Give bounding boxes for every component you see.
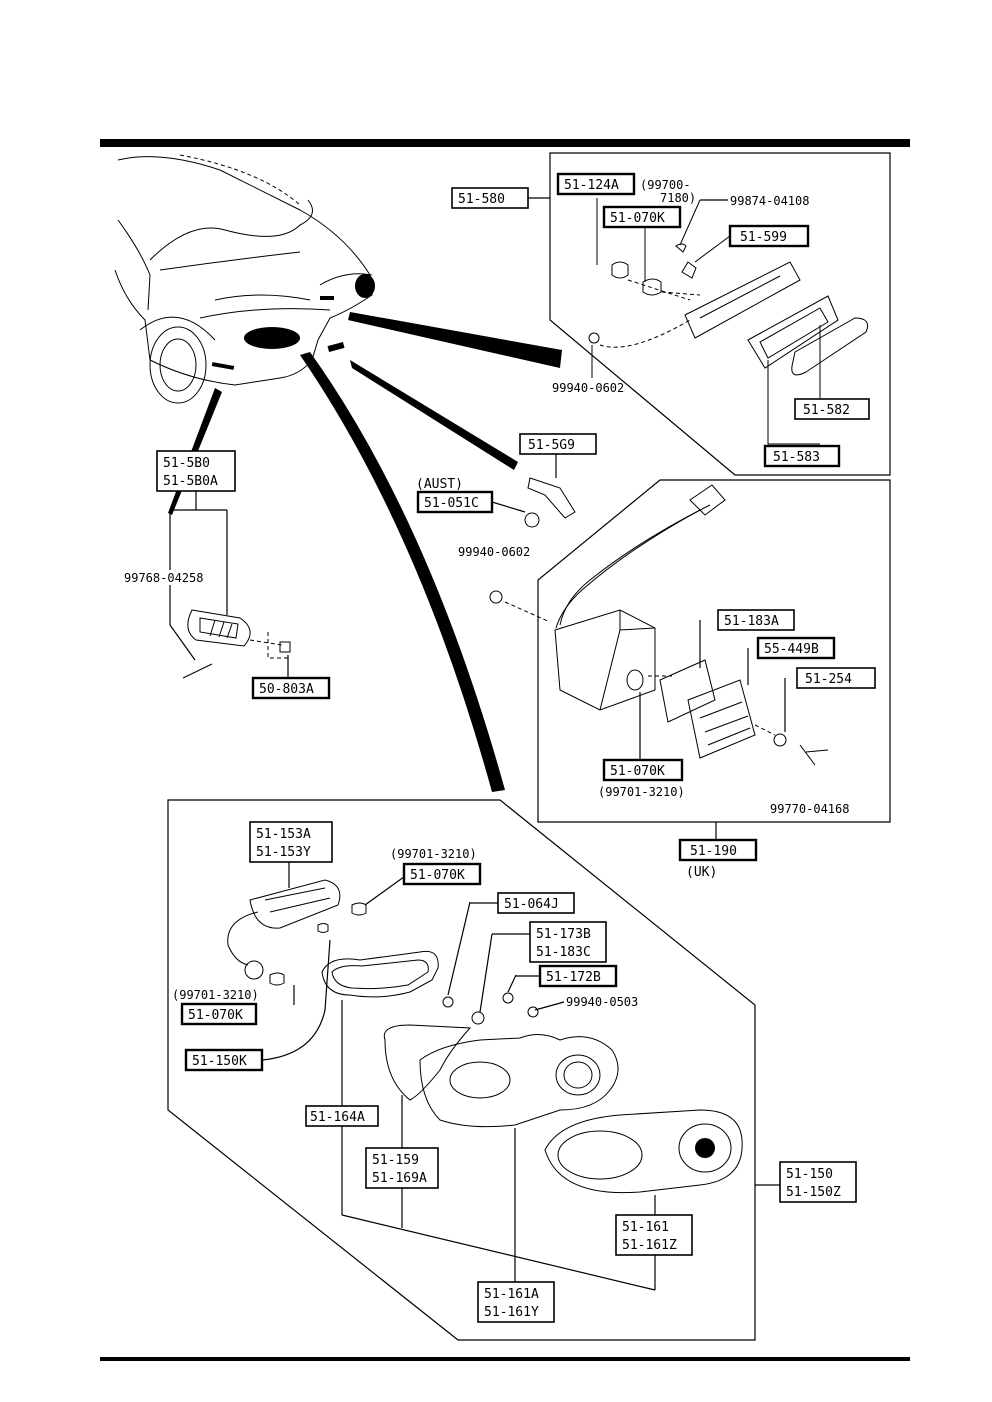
car-illustration (114, 154, 375, 404)
label-55-449B: 55-449B (764, 642, 819, 657)
label-51-070K-uk: 51-070K (610, 764, 665, 779)
callout-wedge-rear-combination (300, 352, 505, 792)
label-51-172B: 51-172B (546, 970, 601, 985)
note-99700-7180-b: 7180) (660, 191, 696, 205)
label-51-150: 51-150 (786, 1167, 833, 1182)
label-51-161A: 51-161A (484, 1287, 539, 1302)
top-rule (100, 139, 910, 147)
label-51-150Z: 51-150Z (786, 1185, 841, 1200)
label-99768-04258: 99768-04258 (124, 571, 203, 585)
note-aust: (AUST) (416, 477, 463, 492)
note-99701-3210-a: (99701-3210) (390, 847, 477, 861)
rear-combination-lamp-group (167, 799, 780, 1341)
label-51-124A: 51-124A (564, 178, 619, 193)
uk-rear-fog-group (489, 479, 891, 823)
label-51-150K: 51-150K (192, 1054, 247, 1069)
label-99874-04108: 99874-04108 (730, 194, 809, 208)
right-tail-lamp-shape (355, 274, 375, 298)
label-51-183C: 51-183C (536, 945, 591, 960)
label-51-582: 51-582 (803, 403, 850, 418)
label-51-183A: 51-183A (724, 614, 779, 629)
label-50-803A: 50-803A (259, 682, 314, 697)
label-51-070K-top: 51-070K (610, 211, 665, 226)
label-51-153A: 51-153A (256, 827, 311, 842)
label-99940-0602-mid: 99940-0602 (458, 545, 530, 559)
label-51-254: 51-254 (805, 672, 852, 687)
label-51-164A: 51-164A (310, 1110, 365, 1125)
licence-lamp-group (549, 152, 891, 476)
side-marker-group (156, 450, 291, 679)
label-51-161Z: 51-161Z (622, 1238, 677, 1253)
label-51-161Y: 51-161Y (484, 1305, 539, 1320)
label-51-580: 51-580 (458, 192, 505, 207)
label-51-190: 51-190 (690, 844, 737, 859)
label-51-5B0: 51-5B0 (163, 456, 210, 471)
label-51-161: 51-161 (622, 1220, 669, 1235)
callout-wedge-bulb (350, 360, 518, 470)
label-51-599: 51-599 (740, 230, 787, 245)
label-51-173B: 51-173B (536, 927, 591, 942)
label-51-583: 51-583 (773, 450, 820, 465)
label-51-5B0A: 51-5B0A (163, 474, 218, 489)
label-51-153Y: 51-153Y (256, 845, 311, 860)
bottom-rule (100, 1357, 910, 1361)
callout-wedge-licence-lamp (348, 312, 562, 368)
left-tail-lamp-shape (244, 327, 300, 349)
note-99701-3210-uk: (99701-3210) (598, 785, 685, 799)
label-51-070K-a: 51-070K (410, 868, 465, 883)
label-51-169A: 51-169A (372, 1171, 427, 1186)
label-51-5G9: 51-5G9 (528, 438, 575, 453)
label-99770-04168: 99770-04168 (770, 802, 849, 816)
note-99700-7180-a: (99700- (640, 178, 691, 192)
note-99701-3210-b: (99701-3210) (172, 988, 259, 1002)
note-uk: (UK) (686, 865, 717, 880)
label-99940-0503: 99940-0503 (566, 995, 638, 1009)
label-51-070K-b: 51-070K (188, 1008, 243, 1023)
label-51-051C: 51-051C (424, 496, 479, 511)
label-99940-0602-top: 99940-0602 (552, 381, 624, 395)
label-51-064J: 51-064J (504, 897, 559, 912)
label-51-159: 51-159 (372, 1153, 419, 1168)
